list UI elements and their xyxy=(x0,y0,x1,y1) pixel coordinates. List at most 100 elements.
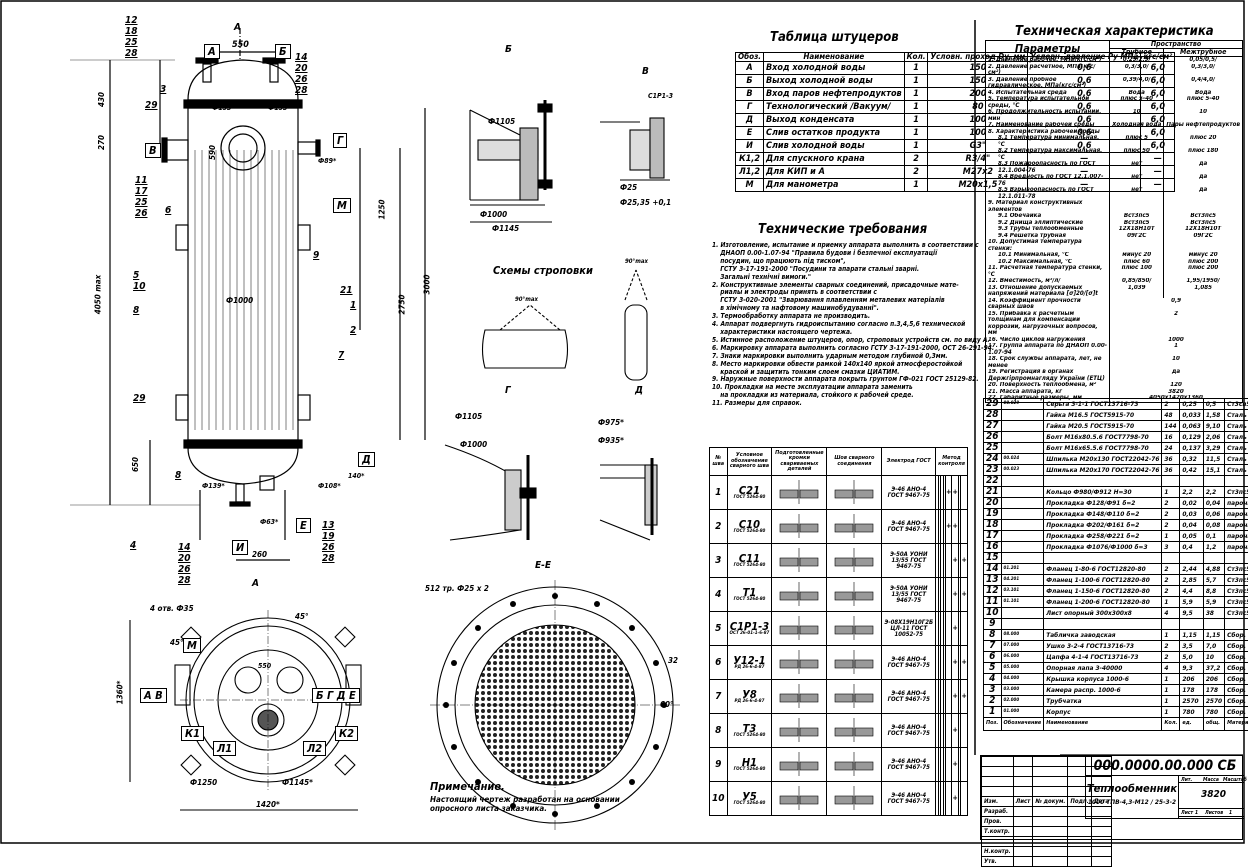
spec-designation: 01.101 xyxy=(1001,597,1044,608)
dim-e-e-32: 32 xyxy=(668,656,678,665)
position-callout: 8 xyxy=(175,470,181,481)
spec-mass-total: 3,29 xyxy=(1203,443,1224,454)
signature-cell xyxy=(1091,857,1111,867)
tech-value-tube: 1,039 xyxy=(1110,285,1164,298)
spec-header: Кол. xyxy=(1162,718,1180,731)
signature-cell xyxy=(1013,787,1033,797)
spec-row: 22 xyxy=(984,476,1248,487)
position-callout: 6 xyxy=(165,205,171,216)
spec-mass-total xyxy=(1203,619,1224,630)
spec-designation: 01.000 xyxy=(1001,707,1044,718)
spec-name: Корпус xyxy=(1044,707,1162,718)
sling-schemes-title: Схемы строповки xyxy=(493,264,593,277)
nozzle-label-g: Г xyxy=(333,133,347,148)
spec-pos: 21 xyxy=(984,487,1002,498)
dim-270: 270 xyxy=(97,135,106,150)
spec-name: Фланец 1-80-6 ГОСТ12820-80 xyxy=(1044,564,1162,575)
spec-mass-unit: 2,2 xyxy=(1180,487,1204,498)
position-callout: 11 xyxy=(135,175,148,186)
spec-material: Сбор. xyxy=(1225,641,1248,652)
spec-material: Ст3сп5 xyxy=(1225,399,1248,410)
spec-qty: 2 xyxy=(1162,652,1180,663)
spec-header: Обозначение xyxy=(1001,718,1044,731)
signature-cell xyxy=(1033,817,1068,827)
nozzle-label-b: Б xyxy=(275,44,291,59)
dim-d153-a: Ф153* xyxy=(212,104,235,112)
tech-row: 17. Группа аппарата по ДНАОП 0.00-1.07-9… xyxy=(986,343,1243,356)
spec-mass-total: 0,1 xyxy=(1203,531,1224,542)
dim-e-e-60: 60° xyxy=(660,700,674,709)
spec-pos: 15 xyxy=(984,553,1002,564)
nozzle-cell: Технологический /Вакуум/ xyxy=(764,101,905,114)
spec-name: Серьга 3-1-1 ГОСТ13716-73 xyxy=(1044,399,1162,410)
weld-sketch xyxy=(772,748,827,782)
spec-qty: 1 xyxy=(1162,674,1180,685)
spec-name: Прокладка Ф1076/Ф1000 δ=3 xyxy=(1044,542,1162,553)
tech-value-tube: 0,39/4,0/ xyxy=(1110,77,1164,90)
tech-value-tube: плюс 5-40 xyxy=(1110,96,1164,109)
position-callout: 12 xyxy=(125,15,138,26)
weld-sketch xyxy=(827,578,882,612)
section-e-e-title: Е-Е xyxy=(535,560,551,571)
nozzle-cell: Для спускного крана xyxy=(764,153,905,166)
nozzle-cell: 1 xyxy=(904,88,928,101)
tech-value-shell: да xyxy=(1164,187,1243,200)
nozzle-cell: 2 xyxy=(904,153,928,166)
spec-material: Ст3пс5 xyxy=(1225,597,1248,608)
tech-param: 19. Регистрация в органах Держгірпромнаг… xyxy=(986,369,1110,382)
dim-holes: 4 отв. Ф35 xyxy=(150,604,194,613)
spec-designation xyxy=(1001,509,1044,520)
product-name-cell: Теплообменник 1000 ТПВ-4,3-М12 / 25-3-2 xyxy=(1085,776,1179,818)
spec-material: Сбор. xyxy=(1225,663,1248,674)
spec-designation xyxy=(1001,410,1044,421)
weld-number: 7 xyxy=(710,680,728,714)
product-designation: 1000 ТПВ-4,3-М12 / 25-3-2 xyxy=(1086,798,1178,806)
weld-sketch xyxy=(827,680,882,714)
weld-sketch xyxy=(772,680,827,714)
nozzle-cell: 1 xyxy=(904,179,928,192)
spec-material xyxy=(1225,476,1248,487)
weld-control-cell xyxy=(961,476,968,510)
position-callout: 13 xyxy=(322,520,335,531)
weld-control-cell xyxy=(961,748,968,782)
tech-req-item: 8. Место маркировки обвести рамкой 140x1… xyxy=(712,361,974,377)
spec-designation xyxy=(1001,487,1044,498)
tech-row: 9. Материал конструктивных элементов xyxy=(986,200,1243,213)
weld-standard: ОСТ 26-01-1-6-87 xyxy=(730,632,770,637)
tech-param: 13. Отношение допускаемых напряжений мат… xyxy=(986,285,1110,298)
spec-designation xyxy=(1001,608,1044,619)
dim-plan-1420: 1420* xyxy=(256,800,280,809)
weld-standard: ГОСТ 5264-80 xyxy=(730,734,770,739)
weld-standard: ГОСТ 5264-80 xyxy=(730,530,770,535)
tech-value-shell: плюс 20 xyxy=(1164,135,1243,148)
weld-sketch xyxy=(772,578,827,612)
section-d xyxy=(600,458,657,540)
nozzle-cell: Б xyxy=(736,75,764,88)
spec-qty: 16 xyxy=(1162,432,1180,443)
dim-140: 140* xyxy=(348,472,364,480)
weld-electrode: Э-50А УОНИ 13/55 ГОСТ 9467-75 xyxy=(882,544,936,578)
tech-param: 1. Давление рабочее, МПа(кгс/см²) xyxy=(986,57,1110,64)
spec-mass-unit: 0,4 xyxy=(1180,542,1204,553)
tech-param: 8.4 Вредность по ГОСТ 12.1.007-76 xyxy=(986,174,1110,187)
weld-sketch xyxy=(772,510,827,544)
tech-value-shell: да xyxy=(1164,161,1243,174)
spec-pos: 23 xyxy=(984,465,1002,476)
spec-name: Табличка заводская xyxy=(1044,630,1162,641)
weld-sketch xyxy=(827,510,882,544)
spec-designation xyxy=(1001,476,1044,487)
sling-schemes xyxy=(483,270,648,380)
tech-req-list: 1. Изготовление, испытание и приемку апп… xyxy=(712,242,974,408)
spec-name: Фланец 1-150-6 ГОСТ12820-80 xyxy=(1044,586,1162,597)
dim-plan-1145: Ф1145* xyxy=(282,778,313,787)
signature-role: Разраб. xyxy=(982,807,1014,817)
position-callout: 28 xyxy=(178,575,191,586)
tech-param: 6. Продолжительность испытаний, мин xyxy=(986,109,1110,122)
spec-name: Шпилька М20х130 ГОСТ22042-76 xyxy=(1044,454,1162,465)
tech-param: 8.3 Пожароопасность по ГОСТ 12.1.004-76 xyxy=(986,161,1110,174)
